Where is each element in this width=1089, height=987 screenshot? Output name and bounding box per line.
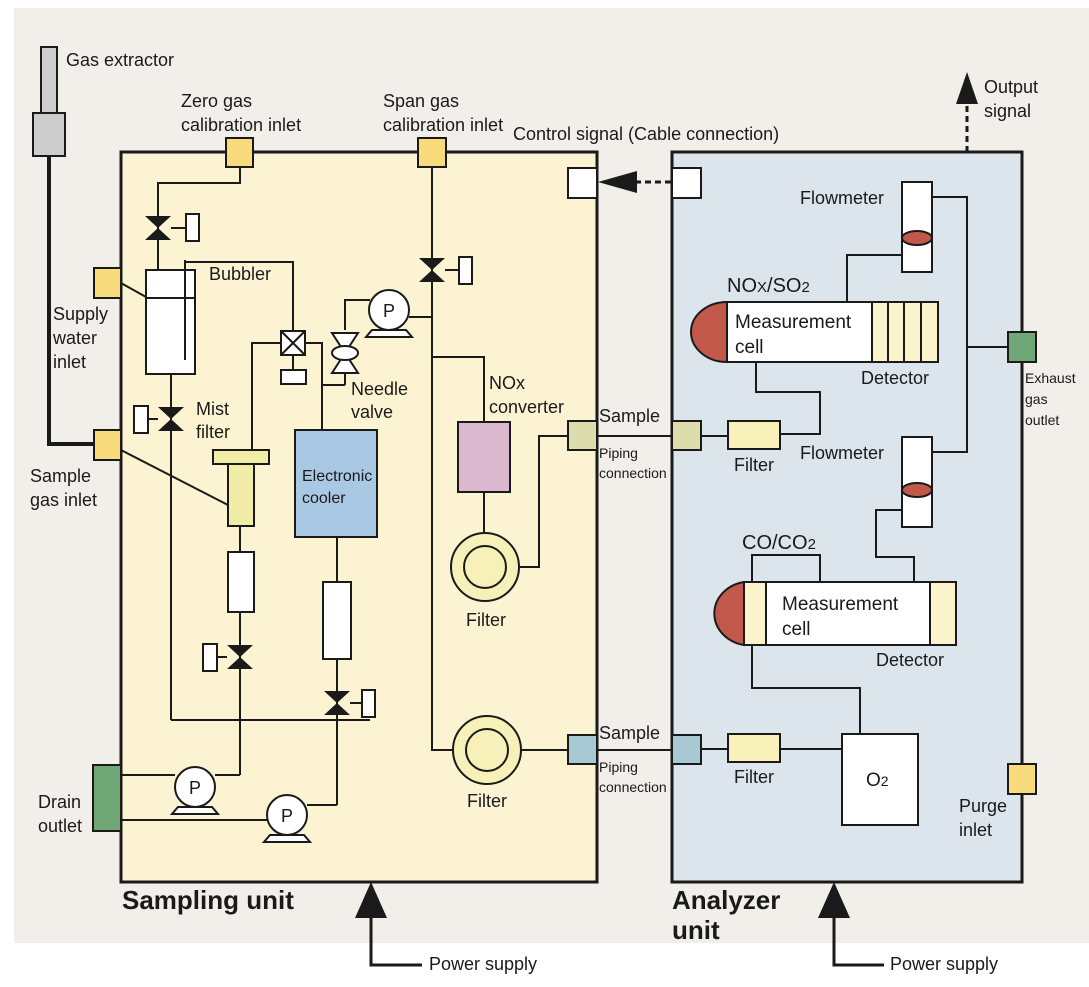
needle-valve-label-2: valve [351,402,393,422]
supply-water-label-3: inlet [53,352,86,372]
mist-filter-label-2: filter [196,422,230,442]
zero-gas-valve-actuator [185,213,200,242]
mist-filter-cap [212,449,270,465]
co-co2-label: CO/CO2 [742,532,816,554]
analyzer-filter-2 [727,733,781,763]
span-gas-valve-actuator [458,256,473,285]
nox-converter [457,421,511,493]
flowmeter-1-label: Flowmeter [800,188,884,208]
co-co2-measurement-cell [765,581,931,646]
nox-so2-cell-label-2: cell [735,337,764,358]
gas-extractor-label: Gas extractor [66,50,174,70]
round-filter-1-label: Filter [466,610,506,630]
co-co2-cell-label-2: cell [782,619,811,640]
analyzer-filter-1 [727,420,781,450]
piping-label-2b: connection [599,779,667,795]
svg-text:P: P [281,806,293,826]
power-supply-label-sampling: Power supply [429,954,537,974]
exhaust-label-3: outlet [1025,412,1059,428]
co-co2-cell-left-window [743,581,767,646]
sample-label-2: Sample [599,723,660,743]
analyzer-unit-title-2: unit [672,915,720,945]
exhaust-gas-outlet-port [1007,331,1037,363]
co-co2-detector-label: Detector [876,650,944,670]
flowmeter-2-float [901,482,933,498]
nox-so2-detector-label: Detector [861,368,929,388]
drain-filter-1 [227,551,255,613]
output-signal-label-2: signal [984,101,1031,121]
mist-filter-label-1: Mist [196,399,229,419]
output-signal-arrow [956,72,978,104]
control-signal-port-sampling [567,167,598,199]
span-gas-inlet-port [417,137,447,168]
electronic-cooler [294,429,378,538]
needle-valve-label-1: Needle [351,379,408,399]
piping-label-2a: Piping [599,759,638,775]
o2-label: O2 [866,770,889,791]
flowmeter-1-float [901,230,933,246]
drain-outlet-label-1: Drain [38,792,81,812]
flowmeter-2-label: Flowmeter [800,443,884,463]
nox-so2-measurement-cell [726,301,873,363]
control-signal-arrow [598,171,637,193]
supply-water-inlet-port [93,267,122,299]
flowmeter-1 [901,181,933,273]
drain-outlet-label-2: outlet [38,816,82,836]
svg-text:P: P [189,778,201,798]
analyzer-filter-1-label: Filter [734,455,774,475]
span-gas-label-1: Span gas [383,91,459,111]
purge-label-1: Purge [959,796,1007,816]
bubbler [145,269,196,375]
co-co2-cell-label-1: Measurement [782,594,899,615]
gas-extractor-rod [40,46,58,114]
nox-so2-cell-label-1: Measurement [735,312,852,333]
zero-gas-label-1: Zero gas [181,91,252,111]
piping-label-1a: Piping [599,445,638,461]
o2-analyzer [841,733,919,826]
analyzer-filter-2-label: Filter [734,767,774,787]
sample-gas-label-2: gas inlet [30,490,97,510]
purge-label-2: inlet [959,820,992,840]
co-co2-cell-cap [713,580,745,647]
supply-water-label-2: water [52,328,97,348]
nox-converter-label-2: converter [489,397,564,417]
output-signal-label-1: Output [984,77,1038,97]
analyzer-unit-title-1: Analyzer [672,885,780,915]
electronic-cooler-label-2: cooler [302,490,346,507]
sample-line-extractor [47,156,94,446]
power-supply-arrow-sampling [355,882,387,918]
sample-gas-inlet-port [93,429,122,461]
gas-extractor-head [32,112,66,157]
bubbler-label: Bubbler [209,264,271,284]
drain-filter-2 [322,581,352,660]
sample-label-1: Sample [599,406,660,426]
zero-gas-label-2: calibration inlet [181,115,301,135]
sampling-unit-title: Sampling unit [122,885,294,915]
sample-port-1-sampling [567,420,598,451]
nox-so2-label: NOX/SO2 [727,275,810,297]
mist-filter-body [227,463,255,527]
nox-so2-cell-cap [690,300,728,364]
co-co2-detector [929,581,957,646]
drain-outlet-port [92,764,122,832]
span-gas-label-2: calibration inlet [383,115,503,135]
svg-text:P: P [383,301,395,321]
electronic-cooler-label-1: Electronic [302,468,372,485]
purge-inlet-port [1007,763,1037,795]
exhaust-label-2: gas [1025,391,1048,407]
round-filter-2-label: Filter [467,791,507,811]
exhaust-label-1: Exhaust [1025,370,1076,386]
supply-water-label-1: Supply [53,304,108,324]
nox-converter-label-1: NOx [489,373,525,393]
span-gas-line [431,167,458,751]
control-signal-label: Control signal (Cable connection) [513,124,779,144]
sample-gas-label-1: Sample [30,466,91,486]
sample-port-2-sampling [567,734,598,765]
piping-label-1b: connection [599,465,667,481]
power-supply-label-analyzer: Power supply [890,954,998,974]
power-supply-arrow-analyzer [818,882,850,918]
zero-gas-inlet-port [225,137,254,168]
